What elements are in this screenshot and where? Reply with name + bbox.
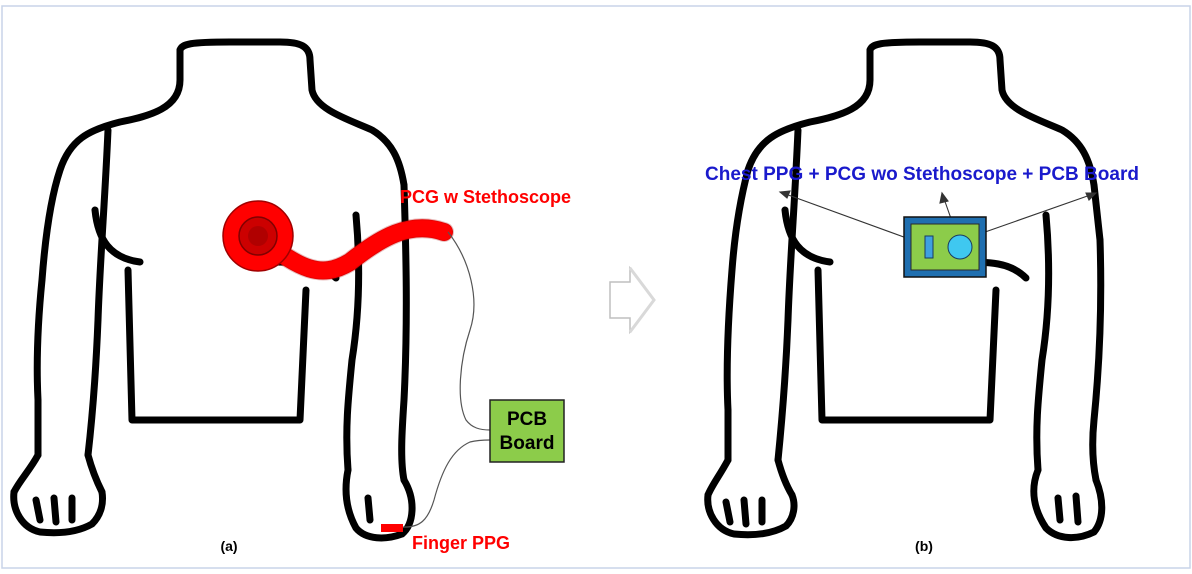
pcb-label-line1: PCB: [507, 409, 547, 430]
device-label: Chest PPG + PCG wo Stethoscope + PCB Boa…: [705, 164, 1139, 185]
chest-pcg-sensor: [948, 235, 972, 259]
caption-a: (a): [220, 538, 237, 554]
caption-b: (b): [915, 538, 933, 554]
pcb-label-line2: Board: [500, 433, 555, 454]
finger-ppg-label: Finger PPG: [412, 533, 510, 553]
finger-ppg-sensor: [381, 524, 403, 532]
stethoscope-label: PCG w Stethoscope: [400, 187, 571, 207]
chest-ppg-sensor: [925, 236, 933, 258]
